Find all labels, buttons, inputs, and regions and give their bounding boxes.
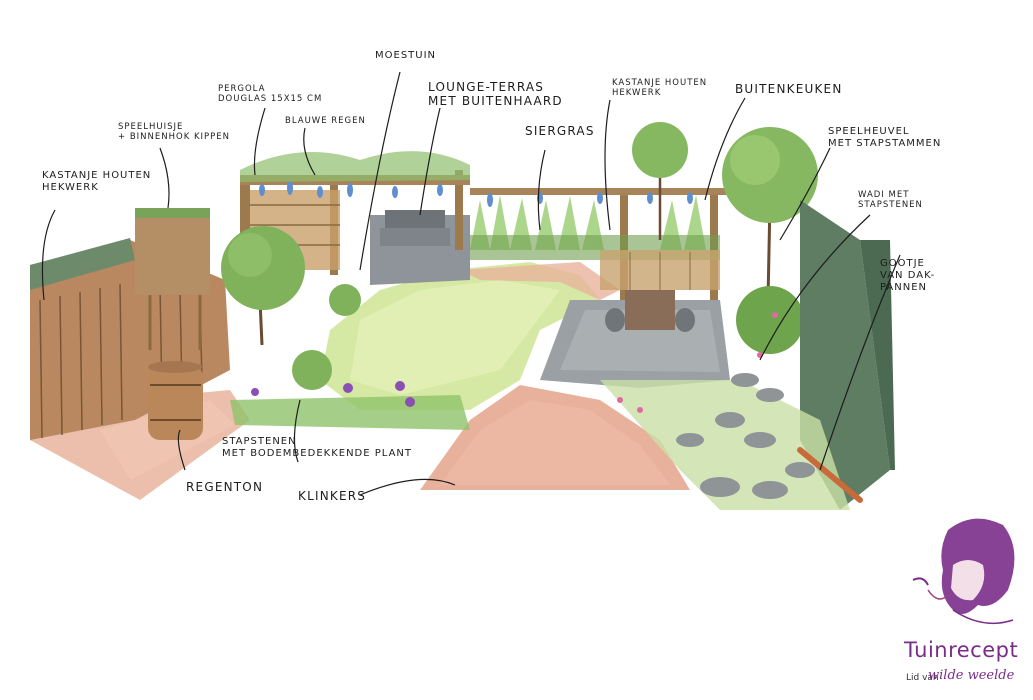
blauwe-regen-flowers [259, 181, 693, 207]
label-buitenkeuken: BUITENKEUKEN [735, 82, 843, 96]
brand-name: Tuinrecept [904, 638, 1019, 662]
tree-back [632, 122, 688, 240]
dining-table [625, 290, 675, 330]
label-regenton: REGENTON [186, 480, 264, 494]
leader-lines [41, 71, 901, 496]
brand-member-prefix: Lid van [906, 673, 939, 683]
tree-left [221, 226, 305, 346]
tree-right [722, 127, 818, 301]
regenton [148, 361, 203, 440]
brand-member-logo: wilde weelde [928, 668, 1015, 683]
label-blauwe-regen: BLAUWE REGEN [285, 116, 366, 126]
label-klinkers: KLINKERS [298, 489, 367, 503]
label-moestuin: MOESTUIN [375, 50, 437, 61]
stapstenen [676, 373, 815, 499]
gootje [797, 447, 863, 503]
tuinrecept-logo [912, 518, 1015, 625]
label-speelhuisje: SPEELHUISJE+ BINNENHOK KIPPEN [118, 122, 231, 142]
wadi [600, 380, 850, 510]
speelhuisje [135, 208, 210, 350]
label-siergras: SIERGRAS [525, 124, 595, 138]
